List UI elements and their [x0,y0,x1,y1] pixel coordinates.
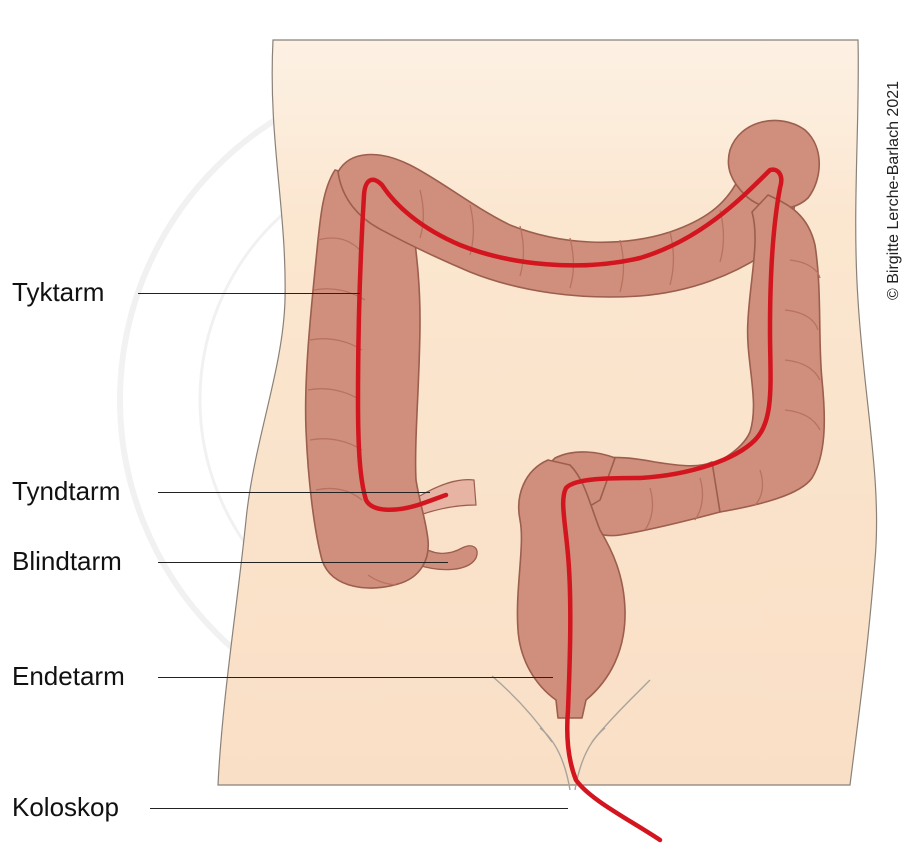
label-endetarm: Endetarm [12,663,125,689]
label-blindtarm: Blindtarm [12,548,122,574]
label-tyktarm: Tyktarm [12,279,104,305]
leader-line-tyndtarm [158,492,430,493]
leader-line-endetarm [158,677,553,678]
leader-line-koloskop [150,808,568,809]
copyright-notice: © Birgitte Lerche-Barlach 2021 [885,81,903,300]
leader-line-blindtarm [158,562,448,563]
label-koloskop: Koloskop [12,794,119,820]
leader-line-tyktarm [138,293,360,294]
label-tyndtarm: Tyndtarm [12,478,120,504]
